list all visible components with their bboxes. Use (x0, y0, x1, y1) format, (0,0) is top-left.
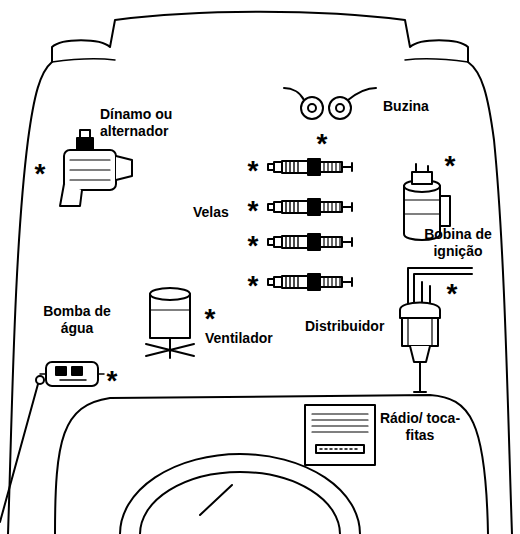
dashboard-outline (55, 395, 488, 534)
distributor-drawing (400, 268, 472, 392)
asterisk-marker: * (248, 157, 259, 185)
asterisk-marker: * (248, 272, 259, 300)
water-pump-drawing (40, 362, 104, 386)
part-label: Bomba de água (38, 303, 116, 337)
asterisk-marker: * (447, 280, 458, 308)
part-label: Buzina (383, 98, 429, 115)
radio-drawing (305, 405, 375, 465)
asterisk-marker: * (107, 367, 118, 395)
part-label: Distribuidor (305, 318, 384, 335)
part-label: Dínamo ou alternador (100, 106, 215, 140)
asterisk-marker: * (35, 160, 46, 188)
car-outline (8, 12, 512, 534)
spark-plugs-drawing (268, 159, 352, 290)
asterisk-marker: * (317, 130, 328, 158)
alternator-drawing (60, 130, 132, 206)
part-label: Velas (193, 204, 229, 221)
asterisk-marker: * (445, 152, 456, 180)
part-label: Bobina de ignição (404, 226, 512, 260)
asterisk-marker: * (205, 305, 216, 333)
fan-drawing (146, 288, 194, 358)
horn-drawing (284, 88, 376, 119)
asterisk-marker: * (248, 197, 259, 225)
antenna (0, 384, 38, 522)
part-label: Rádio/ toca-fitas (378, 410, 462, 444)
asterisk-marker: * (248, 232, 259, 260)
